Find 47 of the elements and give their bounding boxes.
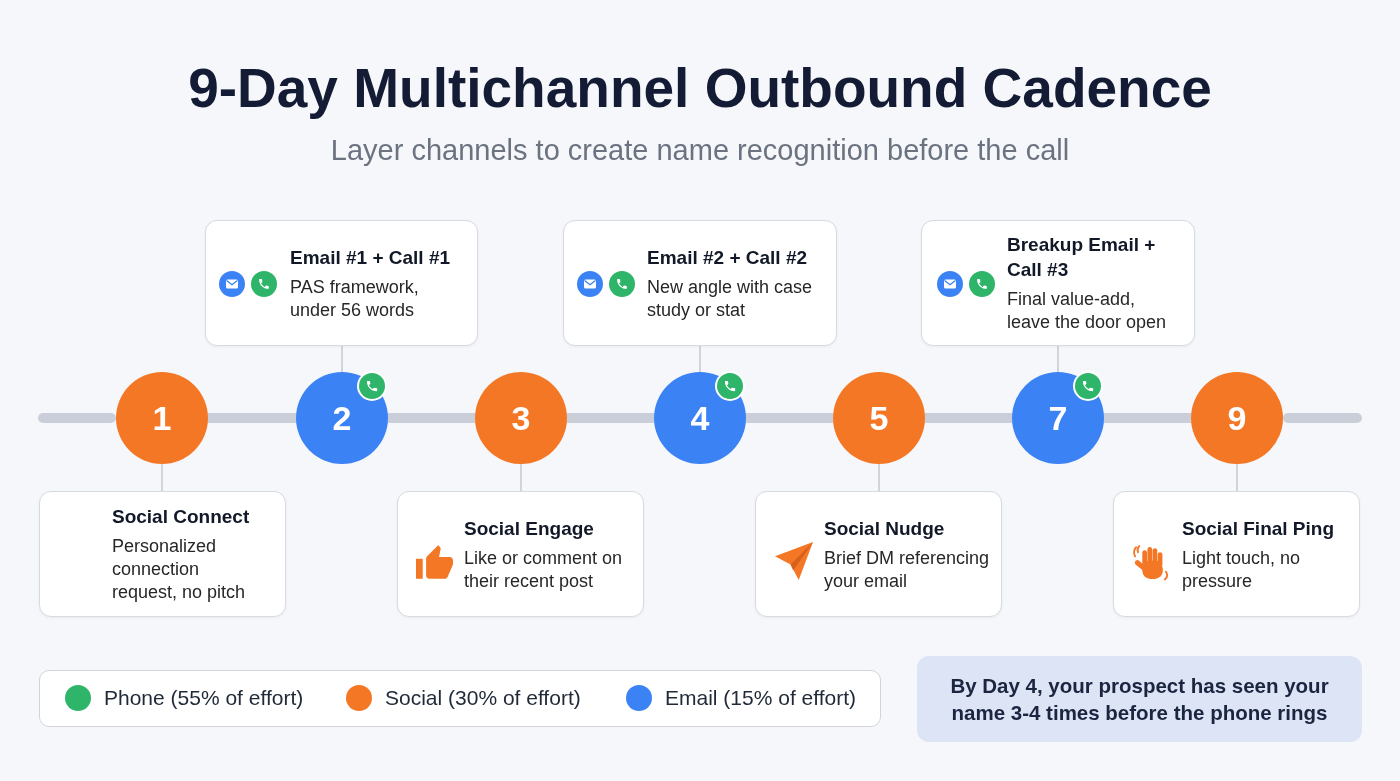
step-card	[1113, 491, 1360, 617]
step-card	[755, 491, 1002, 617]
legend-label: Phone (55% of effort)	[104, 685, 304, 711]
step-description: New angle with case study or stat	[647, 275, 814, 322]
legend-label: Email (15% of effort)	[665, 685, 857, 711]
step-title: Social Final Ping	[1182, 516, 1336, 541]
timeline-segment	[208, 413, 296, 423]
step-title: Social Engage	[464, 516, 595, 541]
connector-line	[878, 463, 880, 492]
step-card	[921, 220, 1195, 346]
step-title: Email #2 + Call #2	[647, 245, 808, 270]
timeline-segment	[388, 413, 475, 423]
step-description: Brief DM referencing your email	[824, 546, 991, 593]
callout-note: By Day 4, your prospect has seen your name 3-4 times before the phone rings	[917, 656, 1362, 742]
step-description: Final value-add, leave the door open	[1007, 288, 1168, 334]
legend-label: Social (30% of effort)	[385, 685, 581, 711]
step-description: Personalized connection request, no pitch	[112, 535, 247, 604]
step-title: Email #1 + Call #1	[290, 245, 451, 270]
step-description: PAS framework, under 56 words	[290, 275, 420, 322]
step-description: Like or comment on their recent post	[464, 546, 624, 593]
timeline-segment	[1104, 413, 1191, 423]
step-card	[563, 220, 837, 346]
step-title: Breakup Email + Call #3	[1007, 233, 1157, 282]
day-marker: 7	[1012, 372, 1104, 464]
connector-line	[341, 345, 343, 373]
connector-line	[1057, 345, 1059, 373]
connector-line	[1236, 463, 1238, 492]
connector-line	[699, 345, 701, 373]
day-marker: 3	[475, 372, 567, 464]
timeline-segment	[746, 413, 833, 423]
timeline-segment	[925, 413, 1012, 423]
step-title: Social Connect	[112, 505, 251, 529]
day-marker: 4	[654, 372, 746, 464]
day-marker: 1	[116, 372, 208, 464]
timeline-segment	[567, 413, 654, 423]
step-title: Social Nudge	[824, 516, 946, 541]
step-card	[397, 491, 644, 617]
page-title: 9-Day Multichannel Outbound Cadence	[188, 56, 1212, 121]
step-description: Light touch, no pressure	[1182, 546, 1302, 593]
day-marker: 5	[833, 372, 925, 464]
day-marker: 9	[1191, 372, 1283, 464]
step-card	[205, 220, 478, 346]
step-card	[39, 491, 286, 617]
connector-line	[161, 463, 163, 492]
day-marker: 2	[296, 372, 388, 464]
connector-line	[520, 463, 522, 492]
subtitle: Layer channels to create name recognition before the call	[330, 133, 1070, 168]
